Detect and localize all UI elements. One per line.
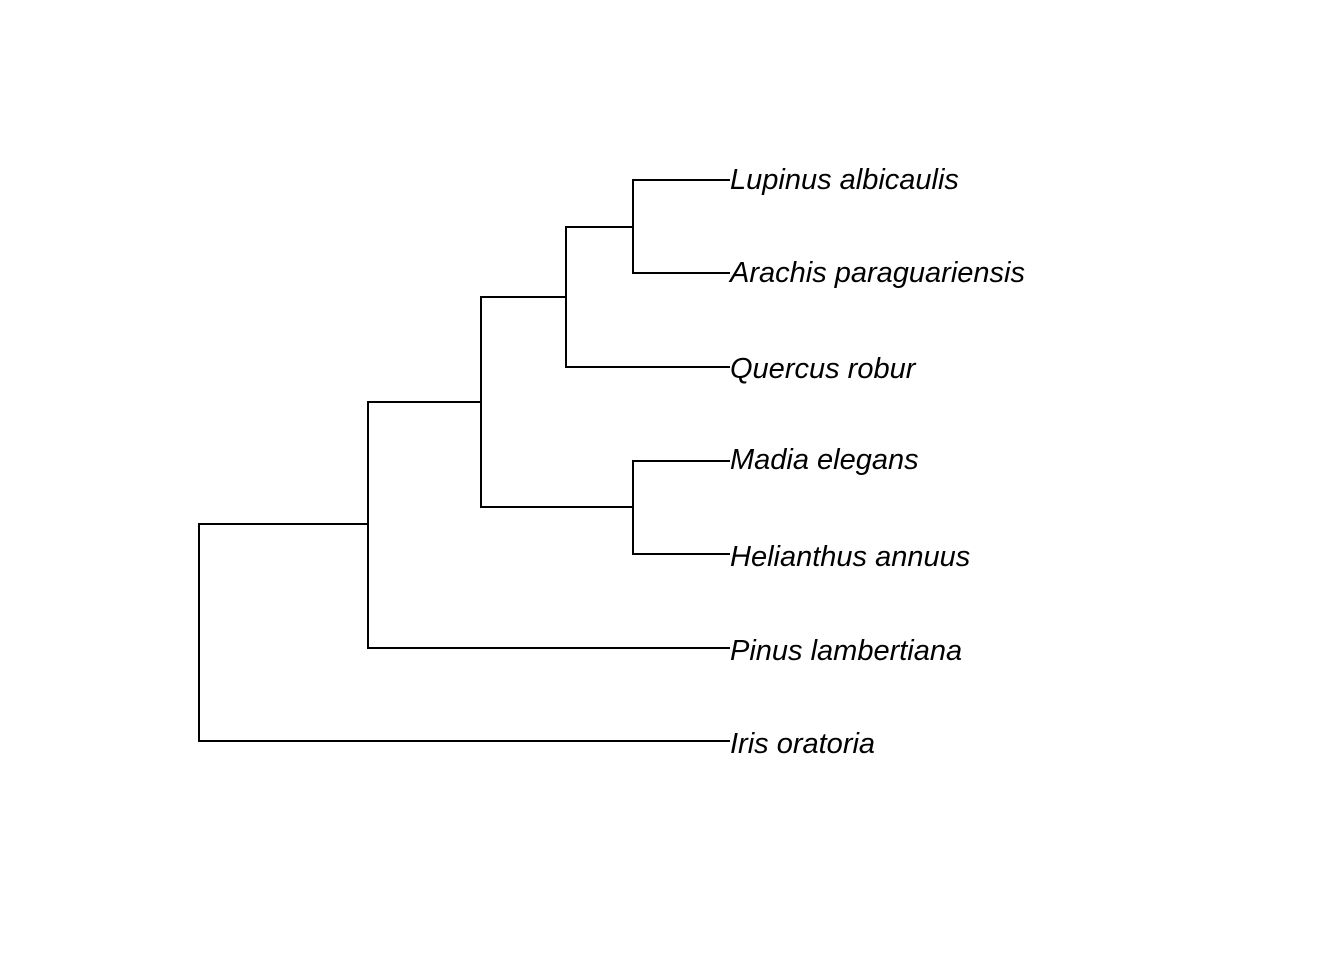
tip-labels: Lupinus albicaulis Arachis paraguariensi… (728, 164, 1025, 760)
tip-label-quercus-robur: Quercus robur (730, 353, 917, 385)
tip-label-iris-oratoria: Iris oratoria (730, 728, 875, 760)
tip-label-pinus-lambertiana: Pinus lambertiana (730, 635, 962, 667)
tip-label-lupinus-albicaulis: Lupinus albicaulis (730, 164, 959, 196)
tree-branches (198, 179, 730, 742)
tip-label-madia-elegans: Madia elegans (730, 444, 919, 476)
tip-label-arachis-paraguariensis: Arachis paraguariensis (728, 257, 1025, 289)
tip-label-helianthus-annuus: Helianthus annuus (730, 541, 970, 573)
